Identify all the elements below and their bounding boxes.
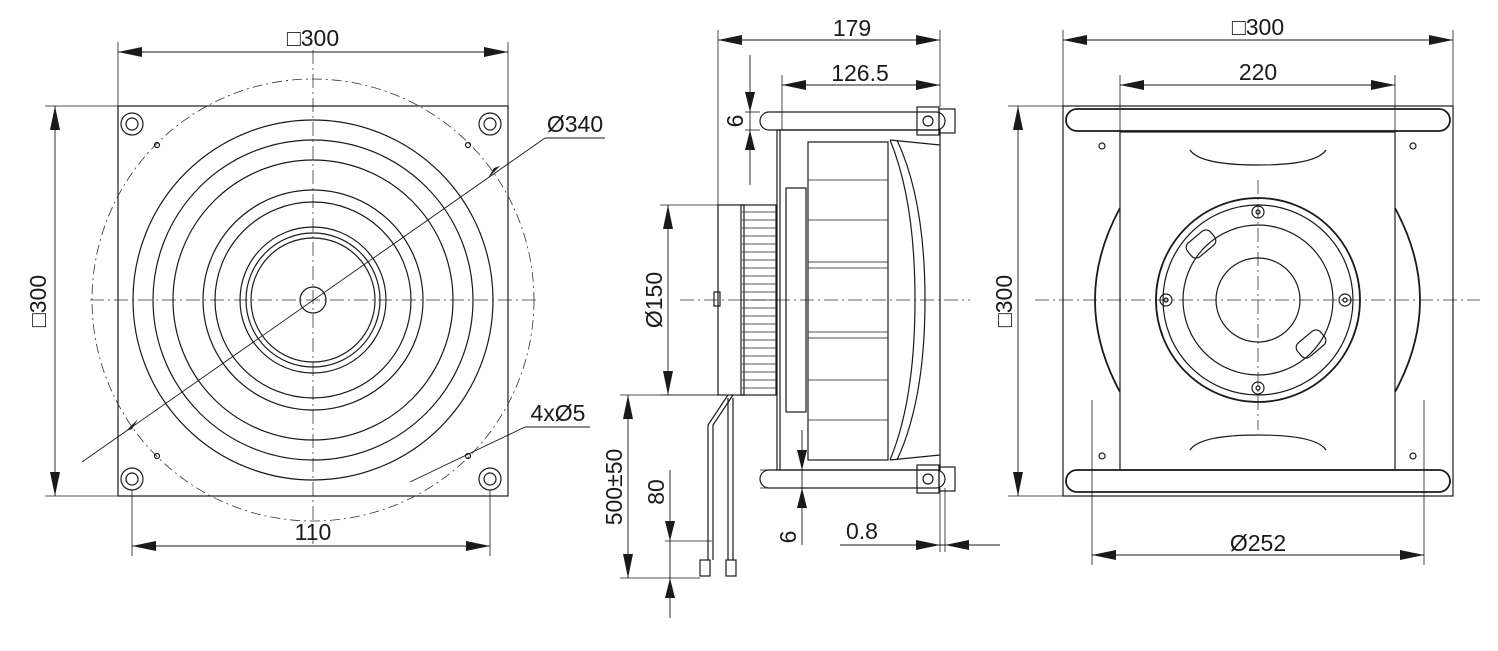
motor-fins	[742, 211, 776, 389]
mounting-hole	[464, 452, 472, 460]
side-housing	[776, 129, 941, 471]
volute-left	[1094, 207, 1121, 393]
impeller-depth-dimension: 126.5	[831, 60, 889, 86]
front-view: □300 □300 Ø340 4xØ5 110	[25, 25, 605, 556]
bottom-flange-dimension: 6	[775, 531, 801, 544]
rear-bottom-rail	[1065, 469, 1451, 493]
bottom-handle	[1189, 434, 1327, 451]
rear-view: □300 220 □300 Ø252	[991, 14, 1480, 565]
front-height-dimension: □300	[25, 275, 51, 327]
rear-diameter-dimension: Ø252	[1230, 530, 1286, 556]
top-handle	[1189, 149, 1327, 166]
rail-spacing-dimension: 220	[1239, 59, 1277, 85]
offset-dimension: 0.8	[846, 518, 878, 544]
corner-bolt	[120, 467, 144, 491]
holes-dimension: 4xØ5	[531, 400, 586, 426]
overall-depth-dimension: 179	[833, 15, 871, 41]
corner-bolt	[478, 467, 502, 491]
top-flange-dimension: 6	[722, 115, 748, 128]
mounting-hole	[153, 452, 161, 460]
motor-diameter-dimension: Ø150	[641, 272, 667, 328]
front-diameter-dimension: Ø340	[547, 111, 603, 137]
rear-top-rail	[1065, 108, 1451, 132]
lead-strip-dimension: 80	[643, 479, 669, 505]
side-view: 179 126.5 6 Ø150 500±50 80 6 0.8	[601, 15, 1000, 618]
mounting-hole	[153, 141, 161, 149]
hole-spacing-dimension: 110	[295, 519, 332, 545]
hub	[299, 286, 327, 314]
corner-bolt	[120, 112, 144, 136]
rear-width-dimension: □300	[1232, 14, 1284, 40]
front-plate	[117, 105, 509, 497]
corner-bolt	[478, 112, 502, 136]
cable-length-dimension: 500±50	[601, 449, 627, 526]
front-width-dimension: □300	[287, 25, 339, 51]
outer-ring	[132, 119, 494, 481]
mounting-hole	[464, 141, 472, 149]
cable	[707, 394, 729, 560]
rear-height-dimension: □300	[991, 275, 1017, 327]
volute-right	[1394, 207, 1421, 393]
rear-plate	[1062, 105, 1454, 497]
rear-motor-face	[1155, 197, 1361, 403]
